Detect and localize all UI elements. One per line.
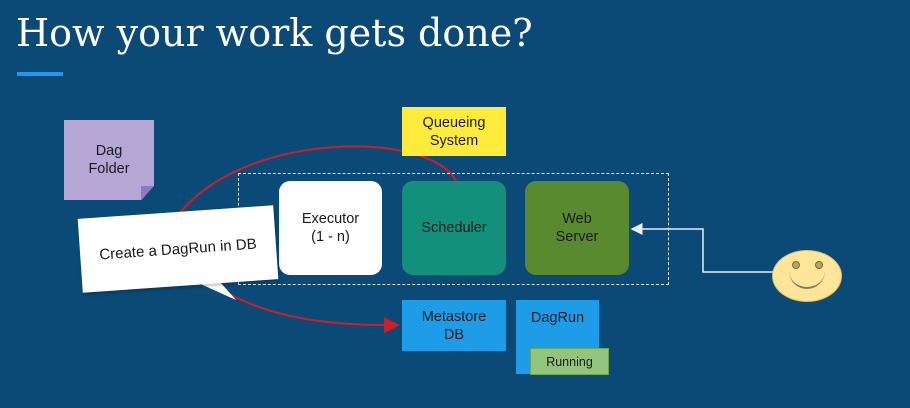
dagrun-status-badge: Running xyxy=(530,348,609,375)
smiley-mouth xyxy=(789,271,825,289)
slide-title: How your work gets done? xyxy=(16,11,533,55)
executor-box: Executor (1 - n) xyxy=(279,181,382,275)
title-underline xyxy=(17,72,63,76)
callout-text: Create a DagRun in DB xyxy=(98,235,258,263)
web-server-box: Web Server xyxy=(525,181,629,275)
dag-folder-note: Dag Folder xyxy=(64,120,154,200)
user-to-webserver-arrow xyxy=(630,223,773,273)
scheduler-box: Scheduler xyxy=(402,181,506,275)
scheduler-to-callout-curve xyxy=(175,145,457,219)
smiley-left-eye xyxy=(792,261,800,269)
smiley-right-eye xyxy=(815,261,823,269)
smiley-face-icon xyxy=(772,250,842,302)
queueing-system-box: Queueing System xyxy=(402,107,506,156)
callout-to-metastore-arrow xyxy=(221,289,400,334)
create-dagrun-callout: Create a DagRun in DB xyxy=(77,205,279,293)
metastore-db-box: Metastore DB xyxy=(402,300,506,351)
